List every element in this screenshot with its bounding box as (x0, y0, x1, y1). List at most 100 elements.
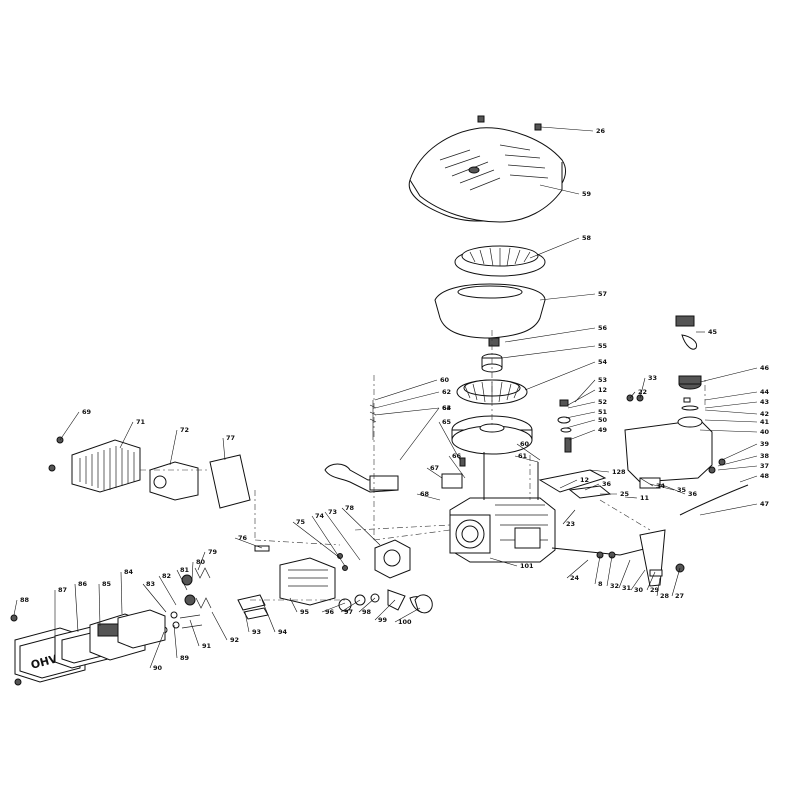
switch-66 (441, 473, 463, 489)
callout-number: 44 (760, 388, 770, 396)
blower-housing (434, 283, 546, 339)
callout-number: 69 (82, 408, 92, 416)
callout-leader (261, 599, 276, 633)
callout-number: 35 (677, 486, 687, 494)
callout-leader (539, 293, 596, 301)
callout-leader (197, 551, 206, 571)
rocker-arms (237, 594, 269, 620)
gasket-73 (374, 539, 411, 579)
bolt-top (477, 115, 485, 123)
callout-number: 11 (640, 494, 650, 502)
callout-leader (191, 561, 194, 581)
callout-number: 74 (315, 512, 325, 520)
callout-number: 25 (620, 490, 630, 498)
fuel-cap-48 (678, 375, 702, 390)
callout-number: 59 (582, 190, 592, 198)
callout-number: 63 (442, 404, 451, 412)
callout-number: 99 (378, 616, 388, 624)
heat-shield-72 (209, 454, 251, 509)
callout-leader (639, 377, 646, 399)
callout-number: 12 (598, 386, 607, 394)
callout-leader (394, 607, 421, 623)
callout-number: 41 (760, 418, 770, 426)
callout-leader (721, 443, 758, 461)
callout-leader (646, 571, 656, 591)
callout-leader (374, 391, 440, 409)
callout-number: 43 (760, 398, 769, 406)
callout-number: 8 (598, 580, 603, 588)
callout-leader (704, 409, 758, 415)
callout-number: 75 (296, 518, 306, 526)
callout-leader (158, 575, 177, 606)
callout-leader (584, 483, 600, 491)
callout-leader (704, 419, 758, 423)
callout-leader (448, 455, 466, 479)
callout-number: 78 (345, 504, 355, 512)
callout-number: 72 (180, 426, 189, 434)
callout-leader (120, 571, 123, 615)
callout-labels: 2659585756555453125251504960646061626365… (13, 126, 770, 672)
callout-leader (699, 367, 758, 383)
callout-number: 27 (675, 592, 684, 600)
callout-number: 36 (602, 480, 612, 488)
callout-number: 92 (230, 636, 239, 644)
callout-number: 49 (598, 426, 608, 434)
callout-leader (565, 411, 596, 419)
callout-number: 85 (102, 580, 112, 588)
callout-number: 50 (598, 416, 608, 424)
callout-leader (704, 401, 758, 409)
callout-leader (222, 437, 226, 461)
callout-leader (211, 611, 228, 641)
choke-rod-38 (679, 484, 749, 516)
callout-leader (426, 467, 443, 479)
callout-number: 45 (708, 328, 718, 336)
callout-number: 24 (570, 574, 580, 582)
callout-leader (438, 421, 461, 461)
callout-number: 30 (634, 586, 644, 594)
callout-leader (739, 475, 758, 483)
callout-leader (98, 583, 101, 627)
callout-number: 65 (442, 418, 452, 426)
callout-number: 12 (580, 476, 589, 484)
callout-number: 66 (452, 452, 462, 460)
callout-number: 28 (660, 592, 670, 600)
callout-leader (374, 407, 440, 416)
callout-number: 62 (442, 388, 451, 396)
callout-leader (639, 477, 654, 487)
callout-leader (514, 455, 539, 463)
callout-leader (173, 624, 178, 659)
callout-number: 93 (252, 628, 261, 636)
engine-block (449, 497, 556, 563)
tank-hardware (626, 394, 726, 489)
callout-number: 60 (440, 376, 450, 384)
callout-leader (539, 184, 580, 195)
callout-number: 64 (442, 404, 452, 412)
callout-leader (717, 465, 758, 471)
callout-leader (189, 619, 200, 647)
callout-leader (717, 455, 758, 467)
bolts-87 (10, 614, 22, 686)
muffler-guard-71 (149, 461, 199, 501)
callout-number: 86 (78, 580, 88, 588)
callout-number: 55 (598, 342, 608, 350)
callout-leader (321, 602, 346, 613)
callout-number: 52 (598, 398, 607, 406)
callout-number: 97 (344, 608, 353, 616)
callout-number: 53 (598, 376, 607, 384)
callout-leader (13, 599, 18, 616)
callout-number: 31 (622, 584, 632, 592)
fuel-tank (624, 416, 713, 483)
callout-leader (289, 597, 298, 613)
callout-leader (74, 583, 79, 633)
flywheel-body (451, 415, 533, 455)
callout-leader (704, 391, 758, 401)
callout-leader (358, 597, 376, 613)
callout-number: 91 (202, 642, 212, 650)
callout-number: 80 (196, 558, 206, 566)
callout-leader (489, 557, 518, 567)
callout-leader (594, 555, 601, 585)
callout-leader (565, 419, 596, 429)
lever-parts (596, 551, 685, 577)
